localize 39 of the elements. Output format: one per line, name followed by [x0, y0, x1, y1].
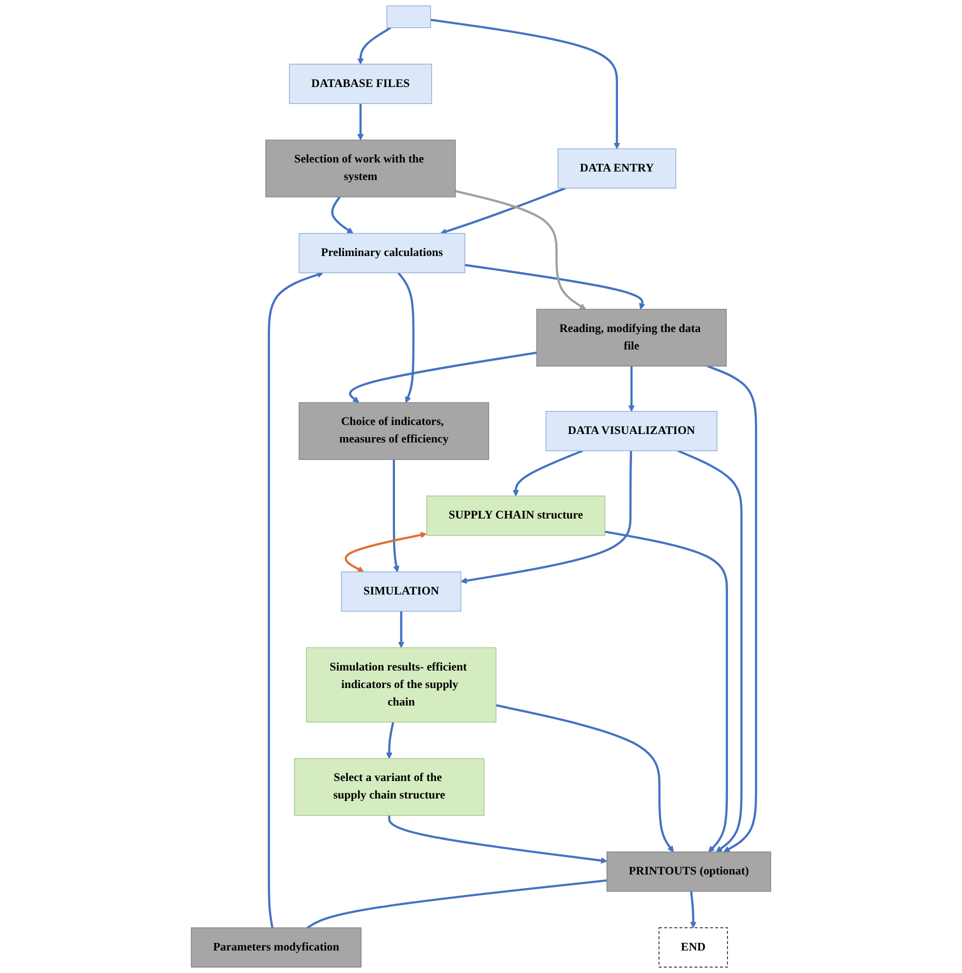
arrow	[464, 264, 646, 310]
arrow	[357, 104, 364, 140]
connector	[306, 879, 608, 929]
arrow	[455, 190, 586, 310]
arrow	[496, 704, 674, 852]
arrow	[357, 26, 392, 64]
arrow	[344, 532, 427, 572]
arrow	[388, 815, 608, 864]
node-box: PRINTOUTS (optionat)	[606, 852, 772, 892]
arrow	[397, 272, 415, 403]
node-box: DATABASE FILES	[289, 64, 432, 104]
node-box: Preliminary calculations	[298, 233, 466, 274]
node-box: Select a variant of the supply chain structure	[294, 758, 484, 816]
arrow	[690, 891, 696, 928]
node-box: DATA VISUALIZATION	[546, 411, 718, 452]
arrow	[677, 450, 743, 852]
arrow	[604, 530, 728, 852]
arrow	[398, 611, 404, 648]
node-box: END	[658, 927, 728, 968]
arrow	[628, 366, 635, 412]
node-box: SIMULATION	[341, 571, 462, 612]
arrow	[460, 450, 632, 584]
arrow	[268, 272, 324, 928]
node-box	[386, 5, 431, 28]
node-box: Choice of indicators, measures of efficiency	[298, 402, 490, 460]
arrow	[512, 450, 584, 496]
node-box: Selection of work with the system	[265, 140, 456, 198]
node-box: DATA ENTRY	[558, 148, 676, 189]
arrow	[430, 18, 620, 150]
node-box: Reading, modifying the data file	[536, 308, 727, 367]
node-box: Parameters modyfication	[190, 927, 362, 968]
arrow	[386, 722, 394, 759]
arrow	[392, 460, 400, 572]
arrow	[349, 352, 537, 403]
arrow	[440, 187, 566, 235]
arrow	[331, 196, 354, 234]
node-box: SUPPLY CHAIN structure	[426, 496, 606, 536]
arrow	[707, 365, 758, 852]
node-box: Simulation results- efficient indicators of the supply chain	[306, 647, 496, 722]
